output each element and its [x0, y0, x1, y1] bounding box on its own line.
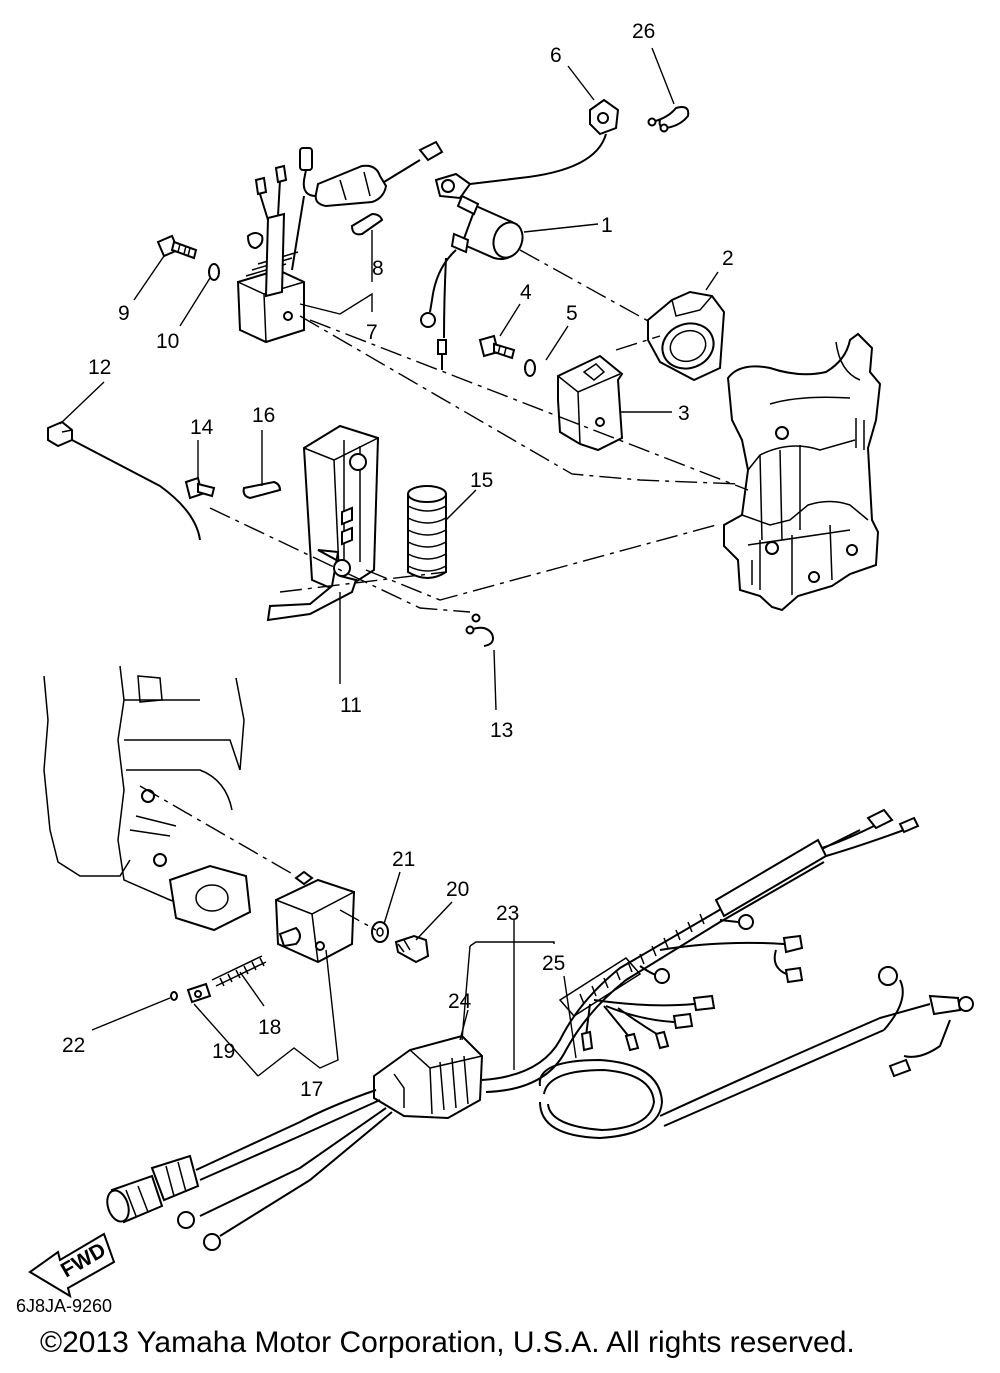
part-16-pin — [242, 480, 282, 500]
callout-26: 26 — [632, 20, 655, 43]
part-7-rectifier — [236, 164, 305, 344]
part-10-washer — [208, 263, 220, 281]
part-21-washer — [371, 921, 389, 943]
leader-lines — [59, 47, 719, 1077]
part-4-bolt — [478, 334, 516, 360]
part-20-bolt — [394, 934, 430, 964]
bottom-cowling-bracket — [723, 332, 882, 612]
part-12-cable-tie — [47, 420, 201, 541]
callout-16: 16 — [252, 404, 275, 427]
part-9-bolt — [156, 234, 198, 260]
part-8-fuse-holder — [299, 140, 444, 236]
part-18-spring — [211, 955, 267, 987]
part-14-screw — [184, 476, 216, 500]
callout-21: 21 — [392, 848, 415, 871]
callout-18: 18 — [258, 1016, 281, 1039]
part-15-spring — [407, 485, 447, 579]
callout-12: 12 — [88, 356, 111, 379]
callout-11: 11 — [340, 694, 362, 717]
callout-6: 6 — [550, 44, 562, 67]
callout-23: 23 — [496, 902, 519, 925]
callout-22: 22 — [62, 1034, 85, 1057]
callout-5: 5 — [566, 302, 578, 325]
callout-numbers: 1 2 3 4 5 6 7 8 9 10 11 12 13 14 15 16 1… — [62, 20, 734, 1101]
callout-24: 24 — [448, 990, 472, 1013]
callout-25: 25 — [542, 952, 565, 975]
callout-1: 1 — [601, 214, 613, 237]
callout-15: 15 — [470, 469, 493, 492]
callout-3: 3 — [678, 402, 690, 425]
callout-9: 9 — [118, 302, 130, 325]
part-2-holder — [647, 290, 726, 382]
callout-4: 4 — [520, 281, 532, 304]
callout-2: 2 — [722, 247, 734, 270]
part-26-clip — [647, 106, 690, 133]
part-25-lead-loop — [538, 966, 974, 1140]
callout-10: 10 — [156, 330, 179, 353]
part-22-ring — [170, 991, 178, 1001]
callout-19: 19 — [212, 1040, 235, 1063]
copyright-notice: ©2013 Yamaha Motor Corporation, U.S.A. A… — [40, 1326, 855, 1359]
callout-17: 17 — [300, 1078, 323, 1101]
callout-20: 20 — [446, 878, 469, 901]
callout-7: 7 — [366, 321, 378, 344]
callout-13: 13 — [490, 719, 513, 742]
powerhead-outline — [43, 665, 252, 932]
part-13-clip — [465, 613, 494, 647]
callout-8: 8 — [372, 257, 384, 280]
part-3-bracket — [557, 354, 624, 452]
main-harness-plug — [106, 1089, 393, 1251]
part-5-washer — [524, 359, 536, 377]
part-19-plate — [186, 982, 212, 1004]
part-1-starter-relay — [420, 194, 524, 370]
part-6-lead-wire — [434, 98, 620, 200]
callout-14: 14 — [190, 416, 214, 439]
diagram-code: 6J8JA-9260 — [16, 1296, 113, 1316]
part-23-harness — [481, 808, 920, 1093]
part-17-switch — [274, 870, 356, 964]
part-24-connector — [373, 1034, 484, 1120]
assembly-lines — [139, 249, 749, 931]
fwd-arrow: FWD — [28, 1232, 116, 1299]
